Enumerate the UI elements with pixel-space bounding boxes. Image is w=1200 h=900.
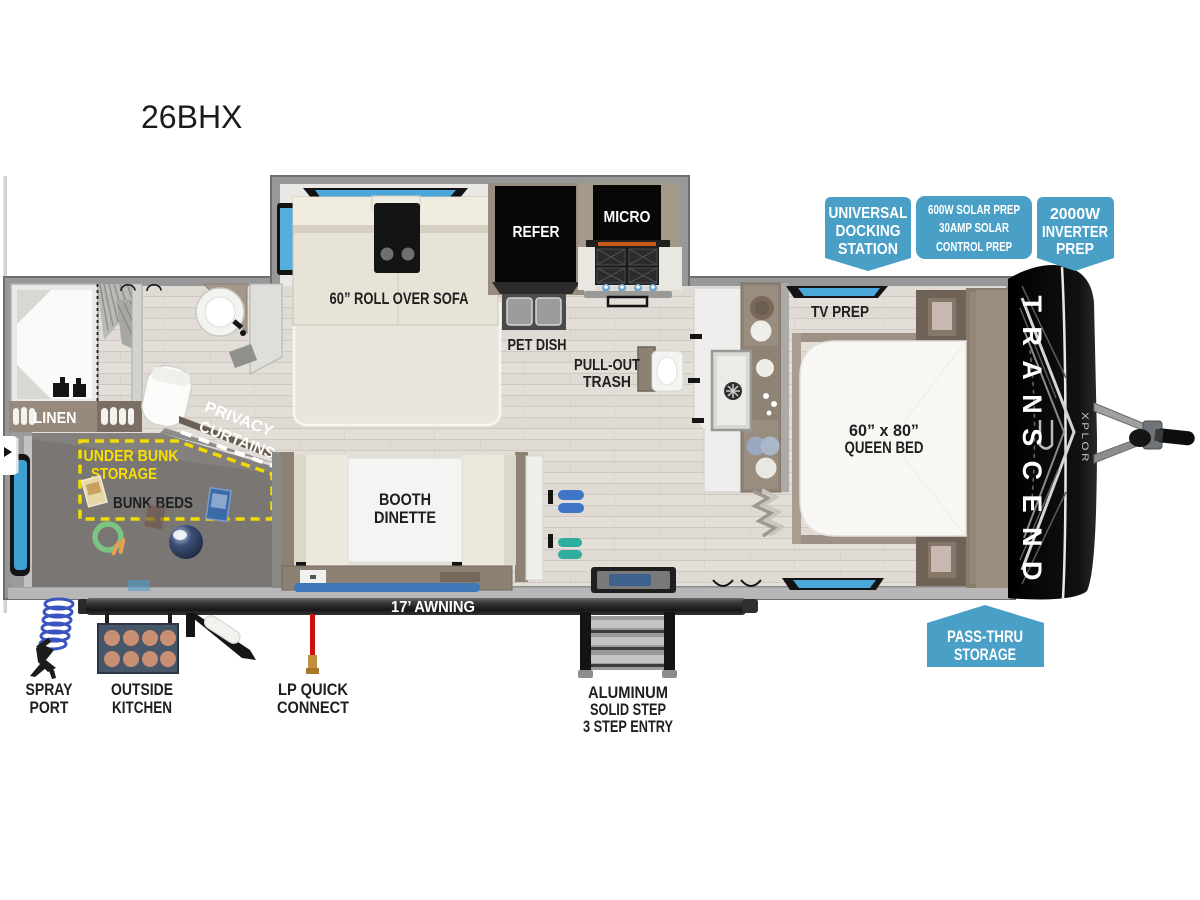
- svg-text:STORAGE: STORAGE: [954, 646, 1016, 664]
- svg-text:PORT: PORT: [30, 699, 69, 717]
- svg-text:STORAGE: STORAGE: [91, 466, 157, 483]
- svg-text:600W SOLAR PREP: 600W SOLAR PREP: [928, 202, 1020, 217]
- svg-text:REFER: REFER: [513, 224, 560, 241]
- svg-text:17’ AWNING: 17’ AWNING: [391, 599, 475, 616]
- svg-text:26BHX: 26BHX: [141, 99, 242, 135]
- svg-text:30AMP SOLAR: 30AMP SOLAR: [939, 220, 1009, 235]
- svg-text:KITCHEN: KITCHEN: [112, 699, 172, 717]
- svg-text:STATION: STATION: [838, 241, 898, 258]
- svg-text:TV PREP: TV PREP: [811, 304, 869, 321]
- svg-text:QUEEN BED: QUEEN BED: [845, 438, 924, 457]
- svg-text:60” ROLL OVER SOFA: 60” ROLL OVER SOFA: [330, 289, 469, 308]
- svg-text:UNIVERSAL: UNIVERSAL: [829, 205, 908, 222]
- svg-text:TRASH: TRASH: [583, 374, 631, 391]
- svg-text:LINEN: LINEN: [34, 410, 77, 427]
- svg-text:DINETTE: DINETTE: [374, 509, 436, 527]
- svg-text:2000W: 2000W: [1050, 206, 1101, 223]
- svg-text:OUTSIDE: OUTSIDE: [111, 681, 173, 699]
- svg-text:PREP: PREP: [1056, 241, 1094, 258]
- svg-text:SPRAY: SPRAY: [26, 681, 73, 699]
- svg-text:60” x 80”: 60” x 80”: [849, 421, 919, 440]
- svg-text:TRANSCEND: TRANSCEND: [1017, 296, 1047, 581]
- svg-text:UNDER BUNK: UNDER BUNK: [84, 448, 179, 465]
- svg-text:INVERTER: INVERTER: [1042, 224, 1108, 241]
- svg-text:BUNK BEDS: BUNK BEDS: [113, 495, 193, 512]
- svg-text:SOLID STEP: SOLID STEP: [590, 700, 666, 719]
- svg-text:PASS-THRU: PASS-THRU: [947, 628, 1023, 646]
- svg-text:XPLOR: XPLOR: [1080, 412, 1090, 464]
- svg-text:CONTROL PREP: CONTROL PREP: [936, 239, 1012, 254]
- svg-text:PULL-OUT: PULL-OUT: [574, 357, 640, 374]
- svg-text:ALUMINUM: ALUMINUM: [588, 683, 668, 702]
- svg-text:BOOTH: BOOTH: [379, 491, 431, 509]
- svg-text:MICRO: MICRO: [604, 209, 651, 226]
- svg-text:CONNECT: CONNECT: [277, 699, 349, 717]
- svg-text:LP QUICK: LP QUICK: [278, 681, 348, 699]
- svg-text:PET DISH: PET DISH: [508, 337, 567, 354]
- svg-text:3 STEP ENTRY: 3 STEP ENTRY: [583, 717, 673, 736]
- svg-text:DOCKING: DOCKING: [836, 223, 901, 240]
